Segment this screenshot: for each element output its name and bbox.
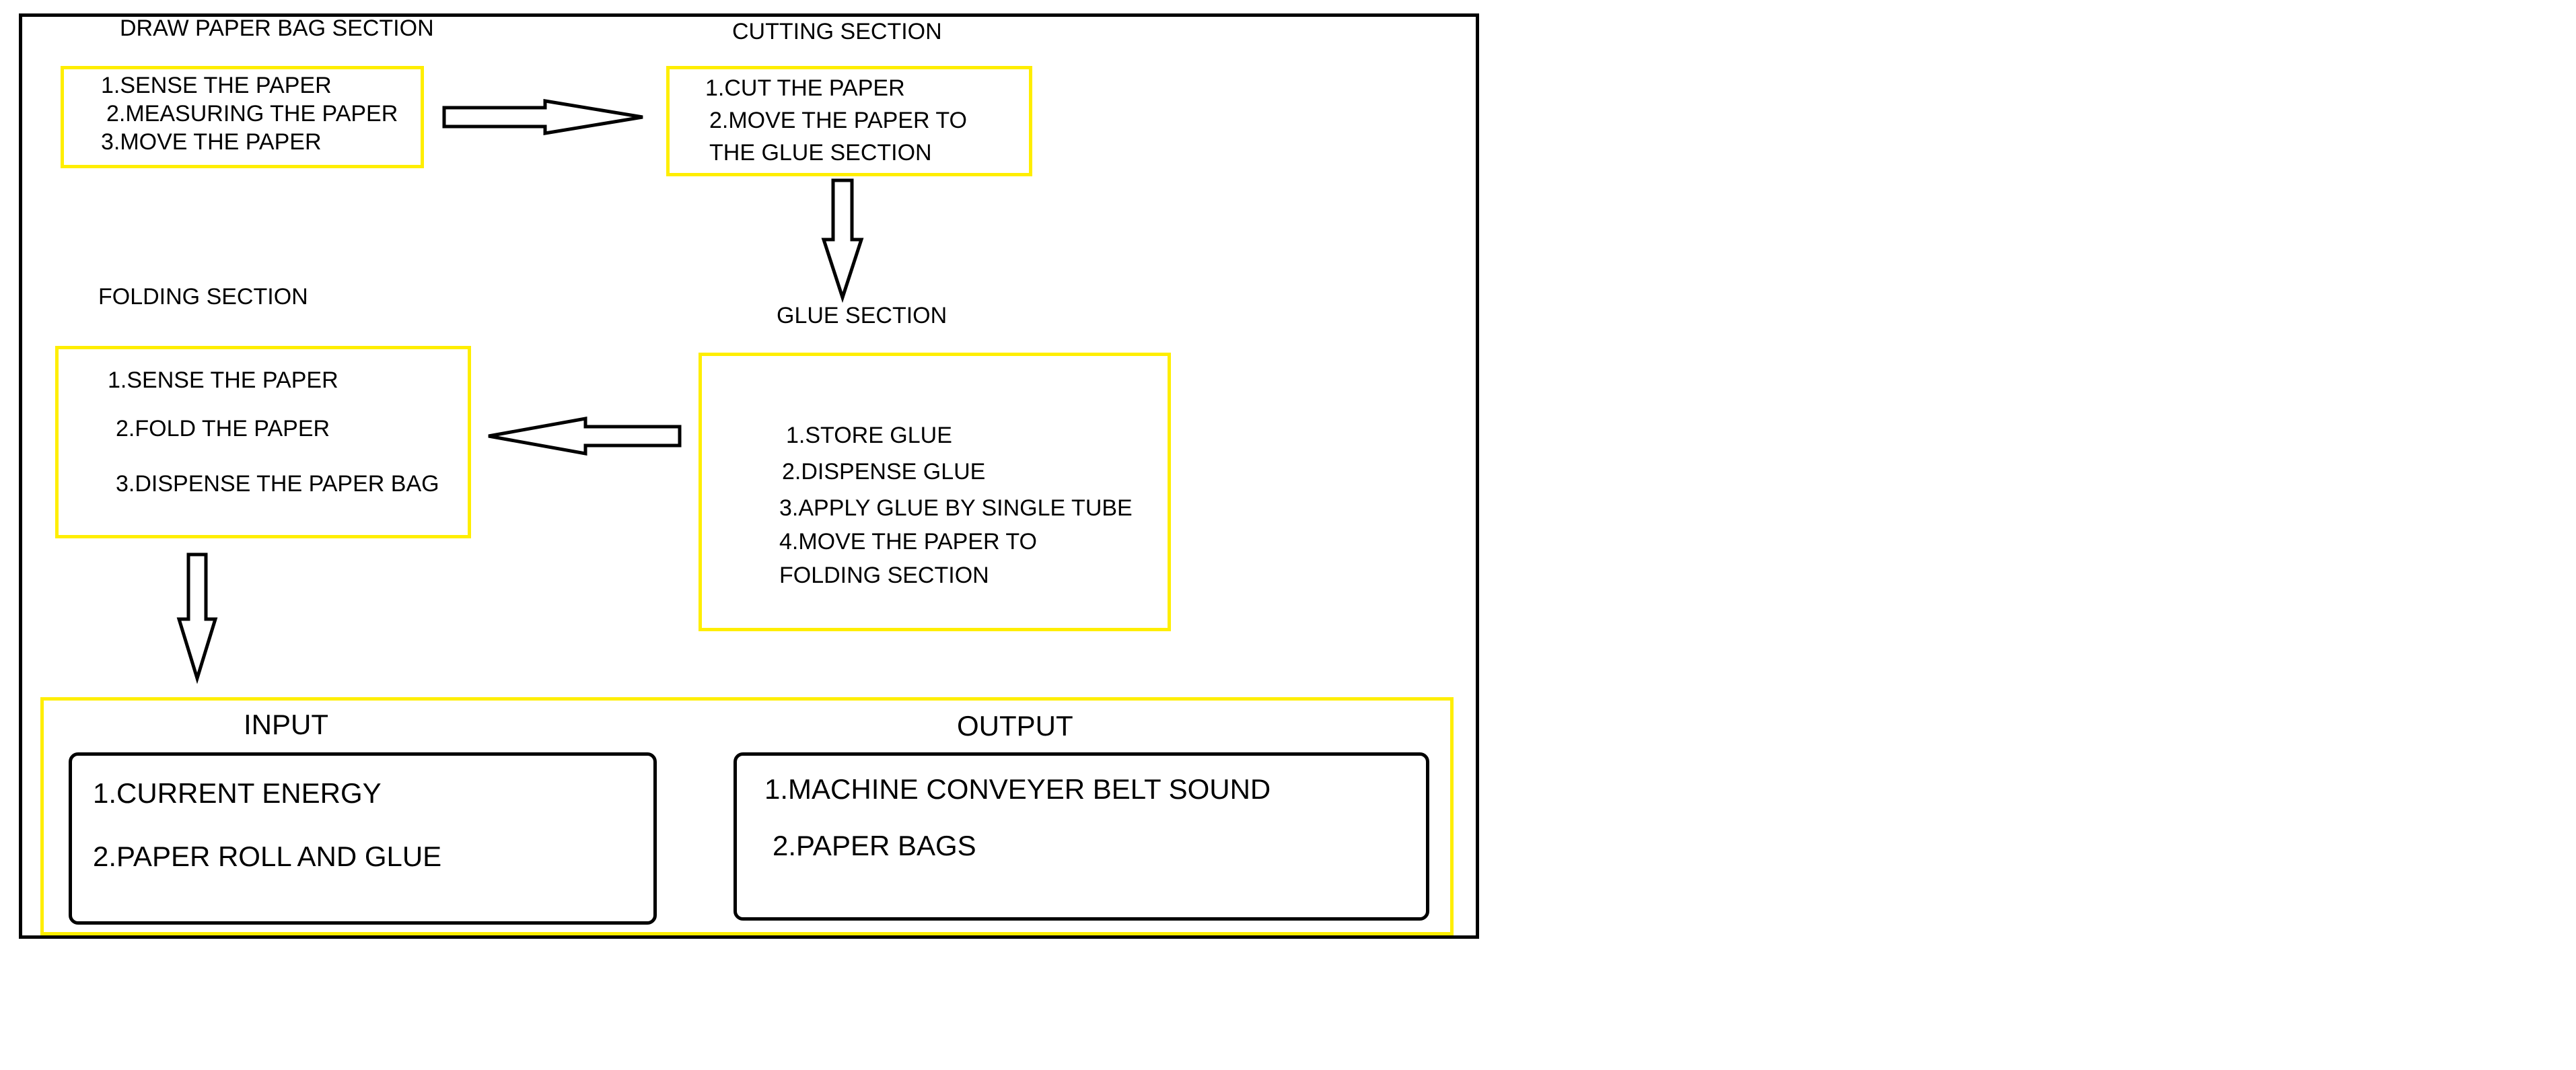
glue-item-5: FOLDING SECTION xyxy=(779,563,989,588)
folding-item-2: 2.FOLD THE PAPER xyxy=(116,416,330,441)
input-item-1: 1.CURRENT ENERGY xyxy=(93,777,382,809)
cutting-section-box xyxy=(666,66,1032,176)
draw-item-3: 3.MOVE THE PAPER xyxy=(101,129,322,155)
glue-item-1: 1.STORE GLUE xyxy=(786,423,952,448)
output-box xyxy=(734,752,1429,921)
draw-section-box xyxy=(61,66,424,168)
arrow-cutting-to-glue xyxy=(821,178,864,304)
output-item-1: 1.MACHINE CONVEYER BELT SOUND xyxy=(764,773,1271,805)
glue-item-3: 3.APPLY GLUE BY SINGLE TUBE xyxy=(779,495,1133,521)
arrow-draw-to-cutting xyxy=(442,99,643,135)
input-title: INPUT xyxy=(244,709,328,740)
io-section-box xyxy=(40,697,1454,935)
glue-item-4: 4.MOVE THE PAPER TO xyxy=(779,529,1037,555)
input-box xyxy=(69,752,657,925)
cutting-item-3: THE GLUE SECTION xyxy=(709,140,932,166)
diagram-frame xyxy=(19,13,1479,939)
cutting-section-title: CUTTING SECTION xyxy=(732,19,942,44)
glue-section-title: GLUE SECTION xyxy=(777,303,947,328)
draw-section-title: DRAW PAPER BAG SECTION xyxy=(120,15,434,41)
output-item-2: 2.PAPER BAGS xyxy=(773,830,976,861)
cutting-item-2: 2.MOVE THE PAPER TO xyxy=(709,108,967,133)
draw-item-2: 2.MEASURING THE PAPER xyxy=(106,101,398,127)
output-title: OUTPUT xyxy=(957,710,1073,742)
folding-item-1: 1.SENSE THE PAPER xyxy=(108,367,338,393)
arrow-folding-to-io xyxy=(176,552,218,684)
cutting-item-1: 1.CUT THE PAPER xyxy=(705,75,905,101)
input-item-2: 2.PAPER ROLL AND GLUE xyxy=(93,841,442,872)
folding-section-title: FOLDING SECTION xyxy=(98,284,308,310)
draw-item-1: 1.SENSE THE PAPER xyxy=(101,73,332,98)
folding-item-3: 3.DISPENSE THE PAPER BAG xyxy=(116,471,439,497)
glue-section-box xyxy=(699,353,1171,631)
glue-item-2: 2.DISPENSE GLUE xyxy=(782,459,986,485)
arrow-glue-to-folding xyxy=(488,417,682,456)
folding-section-box xyxy=(55,346,471,538)
